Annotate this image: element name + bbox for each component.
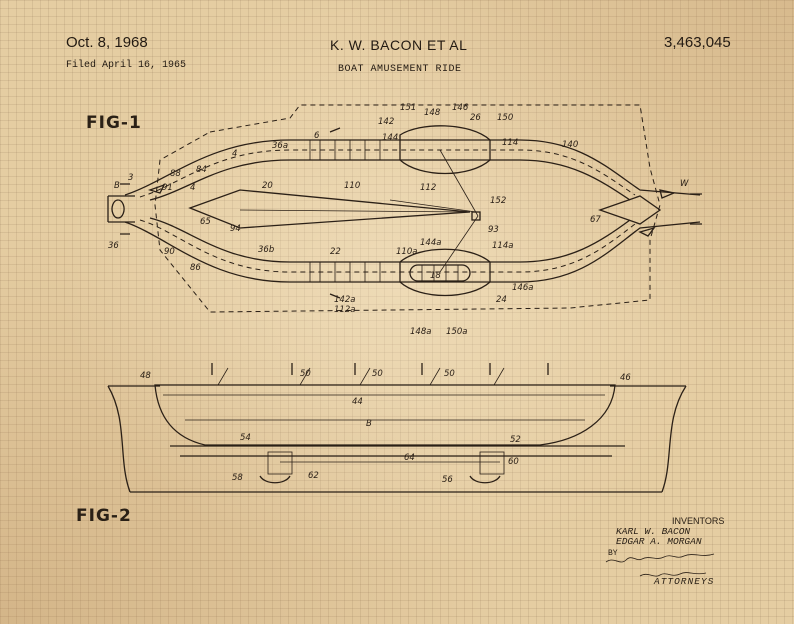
fig1-ref-26: 90 [164,247,175,257]
fig2-ref-10: 58 [232,473,243,483]
fig1-ref-17: 110 [344,181,360,191]
fig2-ref-9: 64 [404,453,415,463]
patent-number: 3,463,045 [664,34,731,51]
fig1-ref-35: 24 [496,295,507,305]
fig1-ref-10: 36a [272,141,288,151]
fig1-ref-2: 151 [400,103,416,113]
fig1-ref-34: 146a [512,283,533,293]
fig1-drawing [107,104,702,313]
figure-1-label: FIG-1 [86,113,142,133]
fig2-ref-8: 52 [510,435,521,445]
fig1-ref-9: 6 [314,131,320,141]
fig2-ref-1: 50 [300,369,311,379]
fig1-ref-5: 26 [470,113,481,123]
fig1-ref-15: 91 [162,183,173,193]
fig1-ref-8: 114 [502,138,518,148]
fig1-ref-22: 67 [590,215,601,225]
attorney-signature [605,553,715,577]
filed-date: Filed April 16, 1965 [66,60,187,71]
attorneys-label: ATTORNEYS [654,576,715,587]
fig1-ref-21: 93 [488,225,499,235]
fig2-reference-numerals: 48 50 50 50 46 44B 54 52 64 58 62 56 60 [140,369,631,485]
fig1-ref-16: 20 [262,181,273,191]
fig1-ref-4: 146 [452,103,469,113]
lower-channel-inner [149,217,631,263]
fig1-ref-31: 144a [420,238,441,248]
fig1-ref-23: 65 [200,217,211,227]
patent-title: BOAT AMUSEMENT RIDE [338,64,462,75]
fig1-ref-33: 18 [430,271,441,281]
inventor-name-2: EDGAR A. MORGAN [616,536,702,547]
fig1-ref-11: B [114,181,120,191]
fig1-ref-28: 36b [258,245,274,255]
fig1-ref-40: 4 [232,149,237,159]
inventor-name-1: KARL W. BACON [616,526,691,537]
by-label: BY [608,549,618,558]
fig1-ref-14: 88 [170,169,181,179]
fig1-ref-39: 150a [446,327,467,337]
fig1-ref-18: 112 [420,183,436,193]
fig2-ref-2: 50 [372,369,383,379]
fig1-ref-25: 36 [108,241,119,251]
boat-hull [154,384,616,446]
inventors-heading: INVENTORS [672,516,725,526]
fig2-ref-3: 50 [444,369,455,379]
fig1-ref-12: 3 [128,173,133,183]
fig1-ref-7: 140 [562,140,578,150]
fig2-ref-5: 44 [352,397,363,407]
fig1-ref-24: 94 [230,224,241,234]
fig1-ref-30: 110a [396,247,417,257]
fig2-ref-6: B [366,419,372,429]
fig1-ref-27: 86 [190,263,201,273]
fig2-ref-13: 60 [508,457,519,467]
patent-date: Oct. 8, 1968 [66,34,148,51]
fig1-ref-6: 150 [497,113,513,123]
fig2-ref-12: 56 [442,475,453,485]
figure-2-label: FIG-2 [76,506,132,526]
lower-channel-outer [124,221,701,283]
upper-channel-outer [124,139,701,196]
fig1-ref-0: 144 [382,133,398,143]
fig1-ref-36: 142a [334,295,355,305]
fig2-ref-4: 46 [620,373,631,383]
fig1-ref-29: 22 [330,247,341,257]
fig1-ref-3: 148 [424,108,441,118]
fig2-ref-7: 54 [240,433,251,443]
upper-channel-inner [149,159,631,201]
fig1-ref-32: 114a [492,241,513,251]
fig1-ref-37: 112a [334,305,355,315]
fig2-ref-11: 62 [308,471,319,481]
fig1-ref-20: W [680,179,689,189]
fig2-drawing [107,363,687,493]
fig2-ref-0: 48 [140,371,151,381]
inventor-header: K. W. BACON ET AL [330,37,468,53]
fig1-ref-13: 84 [196,165,207,175]
fig1-ref-41: 4 [190,183,195,193]
fig1-ref-1: 142 [378,117,394,127]
fig1-ref-38: 148a [410,327,431,337]
fig1-enclosure [154,104,661,313]
fig1-ref-19: 152 [490,196,506,206]
